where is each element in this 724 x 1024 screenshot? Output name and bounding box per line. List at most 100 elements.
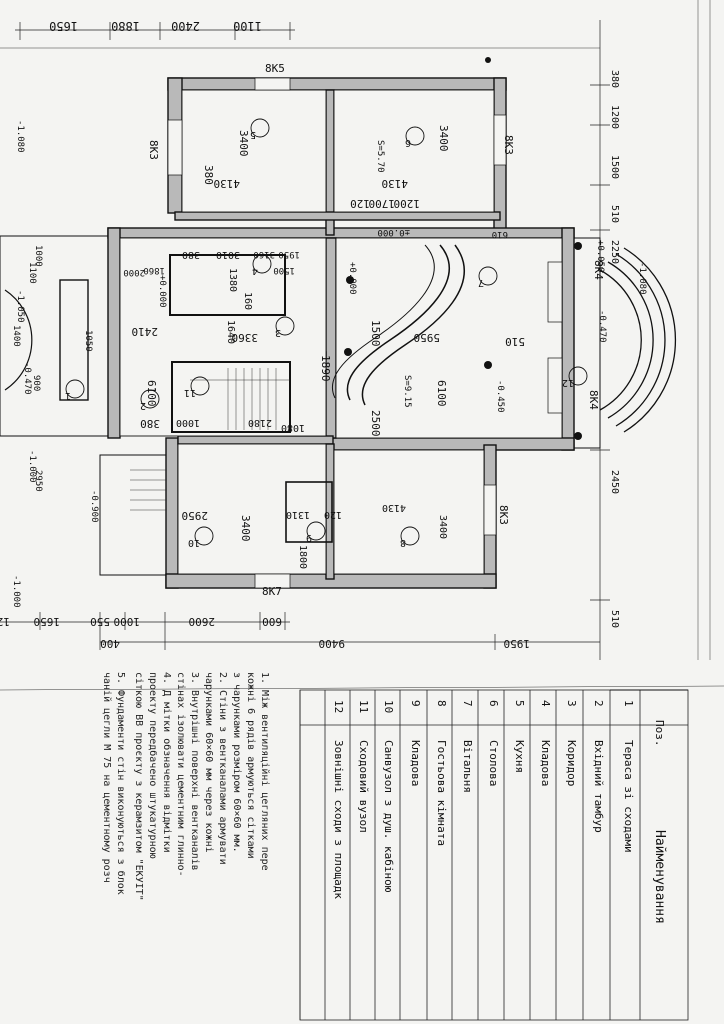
room-number-text: 1: [65, 390, 71, 401]
room-number-text: 4: [252, 265, 258, 276]
table-row-name: Коридор: [565, 740, 578, 786]
room4-dimension-text: 1380: [227, 268, 238, 292]
room8-dimension-text: 1800: [297, 545, 308, 569]
table-row-name: Вхідний тамбур: [592, 740, 605, 833]
room8-dimension-text: 120: [324, 509, 342, 520]
hall-dimension-text: 2500: [369, 410, 382, 437]
misc-dimension-text: 1100: [27, 262, 37, 284]
table-row-name: Санвузол з душ. кабіною: [382, 740, 395, 893]
misc-dimension-text: 1500: [273, 265, 295, 275]
table-row-name: Столова: [487, 740, 500, 786]
hall-dimension-text: 6100: [435, 380, 448, 407]
room-number-text: 12: [562, 377, 574, 388]
room-number-circle: [306, 521, 326, 541]
room-number-circle: [140, 389, 160, 409]
window-mark-text: 8К7: [262, 585, 282, 598]
corridor-dimension-text: 2410: [132, 325, 159, 338]
level-mark-text: +0.000: [347, 262, 357, 295]
hall-dimension-text: 1500: [369, 320, 382, 347]
misc-dimension-text: 2950: [33, 470, 43, 492]
area-mark-text: S=9.15: [402, 375, 412, 408]
room8-dimension-text: 3400: [437, 515, 448, 539]
room4-dimension-text: 160: [242, 292, 253, 310]
construction-note-line: 5. Фундаменти стін виконуються з блок: [115, 672, 127, 895]
construction-note-line: чаній цегли М 75 на цементному розч: [101, 672, 113, 883]
right-dimension-text: 1500: [609, 155, 620, 179]
top-dimension-text: 1880: [111, 19, 140, 33]
room5-dimension-text: 3400: [237, 130, 250, 157]
table-row-number: 4: [539, 700, 552, 707]
construction-note-line: 3. Внутрішні поверхні вентканалів: [189, 672, 201, 871]
room10-dimension-text: 2950: [182, 509, 209, 522]
right-dimension-text: 2450: [609, 470, 620, 494]
table-header-name: Найменування: [652, 830, 667, 924]
room4-dimension-text: 380: [182, 249, 200, 260]
room-number-circle: [405, 126, 425, 146]
room-number-circle: [568, 366, 588, 386]
top-dimension-text: 1650: [49, 19, 78, 33]
hall-dimension-text: 1890: [319, 355, 332, 382]
table-row-number: 9: [409, 700, 422, 707]
room-number-text: 10: [188, 537, 200, 548]
table-row-number: 5: [513, 700, 526, 707]
right-dimension-text: 2250: [609, 240, 620, 264]
table-row-name: Вітальня: [461, 740, 474, 793]
construction-note-line: стінах ізолювати цементним глинно-: [175, 672, 187, 877]
table-row-number: 2: [592, 700, 605, 707]
table-row-name: Зовнішні сходи з площадк: [332, 740, 345, 899]
room11-dimension-text: 2180: [248, 417, 272, 428]
corridor-dimension-text: 380: [140, 417, 160, 430]
construction-note-line: 4. Д мітки обзначення відмітки: [161, 672, 173, 853]
room6-dimension-text: 4130: [382, 177, 409, 190]
level-mark-text: +0.000: [157, 275, 167, 308]
misc-dimension-text: 900: [31, 375, 41, 391]
table-row-number: 12: [332, 700, 345, 713]
window-mark-text: 8К4: [587, 390, 600, 410]
misc-dimension-text: 1400: [11, 325, 21, 347]
construction-note-line: з чарунками розміром 60×60 мм.: [231, 672, 243, 853]
bottom-dimension-text: 600: [262, 615, 282, 628]
room6-dimension-text: 1200: [394, 197, 421, 210]
room-number-text: 8: [400, 537, 406, 548]
level-mark-text: -0.900: [89, 490, 99, 523]
window-mark-text: 8К3: [147, 140, 160, 160]
hall-dimension-text: 510: [505, 335, 525, 348]
room10-dimension-text: 3400: [239, 515, 252, 542]
level-mark-text: -1.080: [637, 262, 647, 295]
right-dimension-text: 510: [609, 610, 620, 628]
level-mark-text: +0.050: [595, 240, 605, 273]
construction-note-line: 1. Між вентиляційні цегляних пере: [259, 672, 271, 871]
room-number-text: 11: [184, 387, 196, 398]
right-dimension-text: 1200: [609, 105, 620, 129]
room4-dimension-text: 3010: [216, 249, 240, 260]
room-number-circle: [400, 526, 420, 546]
window-mark-text: 8К3: [497, 505, 510, 525]
room-number-circle: [252, 254, 272, 274]
construction-note-line: проекту передбачено штукатурною: [147, 672, 159, 859]
top-dimension-text: 1100: [233, 19, 262, 33]
area-mark-text: S=5.70: [375, 140, 385, 173]
table-row-name: Кладова: [409, 740, 422, 786]
room6-dimension-text: 120: [350, 197, 370, 210]
table-row-name: Тераса зі сходами: [622, 740, 635, 853]
room-number-text: 7: [478, 277, 484, 288]
level-mark-text: -1.000: [27, 450, 37, 483]
corridor-dimension-text: 3360: [232, 331, 259, 344]
level-mark-text: -0.450: [495, 380, 505, 413]
bottom-dimension-text: 550: [90, 615, 110, 628]
level-mark-text: -1.080: [15, 120, 25, 153]
misc-dimension-text: 1050: [83, 330, 93, 352]
table-row-number: 8: [435, 700, 448, 707]
window-mark-text: 8К4: [592, 260, 605, 280]
misc-dimension-text: 1950: [278, 249, 300, 259]
room-number-circle: [194, 526, 214, 546]
misc-dimension-text: 610: [492, 229, 508, 239]
room-number-circle: [250, 118, 270, 138]
table-row-number: 1: [622, 700, 635, 707]
room-number-circle: [190, 376, 210, 396]
room6-dimension-text: 3400: [437, 125, 450, 152]
table-row-name: Кухня: [513, 740, 526, 773]
table-row-name: Кладова: [539, 740, 552, 786]
